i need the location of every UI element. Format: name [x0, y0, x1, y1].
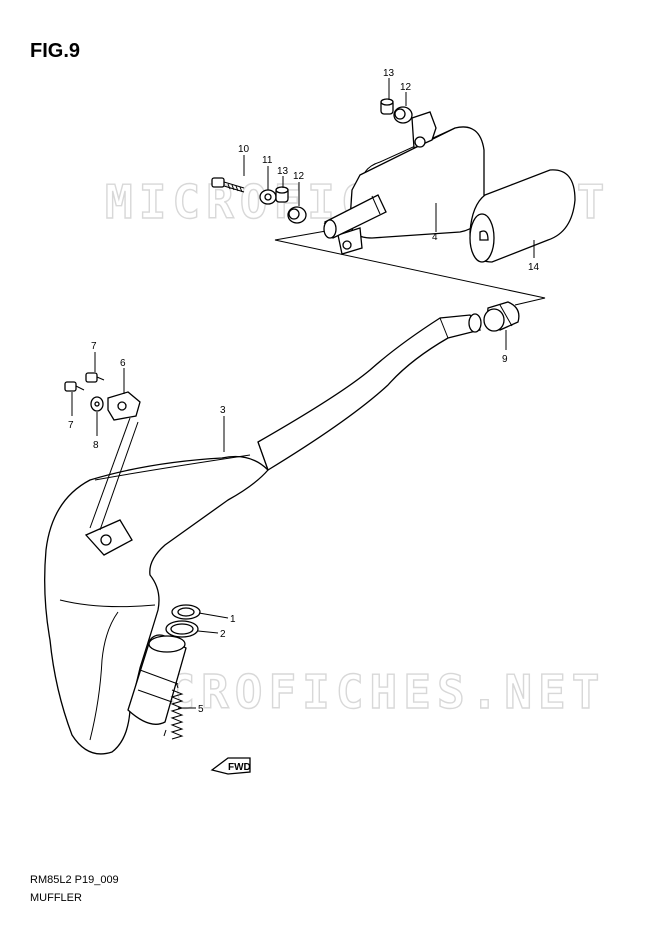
callout-10: 10 — [238, 144, 250, 155]
callout-6: 6 — [120, 358, 126, 369]
fwd-label: FWD — [228, 762, 251, 773]
callout-7-lower: 7 — [68, 420, 74, 431]
callout-1: 1 — [230, 614, 236, 625]
callout-12-top: 12 — [400, 82, 412, 93]
callout-7-upper: 7 — [91, 341, 97, 352]
diagram-code: RM85L2 P19_009 — [30, 874, 119, 886]
bolt-10[interactable] — [211, 177, 245, 193]
callout-13-top: 13 — [383, 68, 395, 79]
exhaust-chamber[interactable] — [44, 313, 482, 755]
spring-5[interactable] — [163, 681, 184, 740]
bolt-7-upper[interactable] — [85, 372, 105, 383]
callout-2: 2 — [220, 629, 226, 640]
silencer-body[interactable] — [323, 111, 485, 255]
seal-9[interactable] — [483, 301, 520, 332]
watermark-bottom: MICROFICHES.NET — [100, 665, 605, 719]
bolt-7-lower[interactable] — [64, 381, 85, 392]
callout-5: 5 — [198, 704, 204, 715]
gasket-1[interactable] — [171, 604, 201, 620]
callout-4: 4 — [432, 232, 438, 243]
callout-14: 14 — [528, 262, 540, 273]
fwd-arrow-icon: FWD — [210, 757, 251, 775]
callout-13-left: 13 — [277, 166, 289, 177]
collar-13-top[interactable] — [380, 98, 394, 115]
washer-11[interactable] — [259, 189, 277, 205]
callout-12-left: 12 — [293, 171, 305, 182]
grommet-12-top[interactable] — [393, 106, 413, 124]
collar-13-left[interactable] — [275, 186, 289, 203]
grommet-12-left[interactable] — [287, 206, 307, 224]
silencer-packing[interactable] — [469, 169, 576, 263]
diagram-name: MUFFLER — [30, 892, 82, 904]
callouts: 1 2 3 4 5 6 7 7 8 9 10 11 12 12 13 13 14 — [68, 68, 540, 715]
figure-title: FIG.9 — [30, 40, 81, 62]
bracket-6[interactable] — [89, 391, 141, 531]
gasket-2[interactable] — [165, 620, 199, 638]
callout-11: 11 — [262, 155, 273, 166]
leader-lines — [71, 78, 535, 709]
callout-9: 9 — [502, 354, 508, 365]
callout-8: 8 — [93, 440, 99, 451]
washer-8[interactable] — [90, 396, 104, 412]
callout-3: 3 — [220, 405, 226, 416]
